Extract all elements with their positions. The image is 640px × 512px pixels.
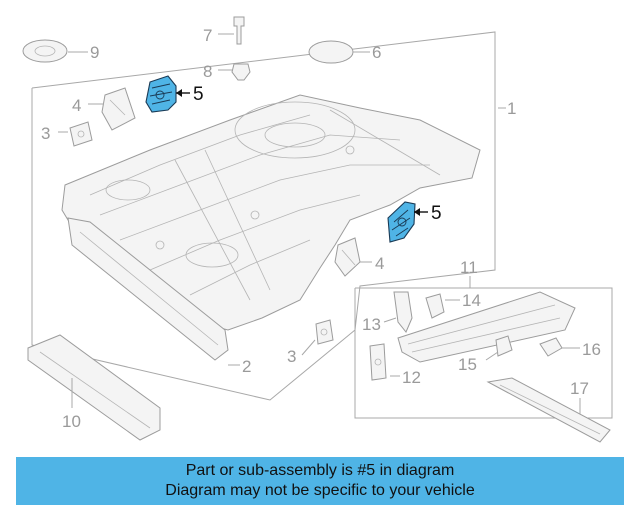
floor-pan bbox=[61, 94, 481, 331]
callout-1: 1 bbox=[507, 99, 516, 118]
subassembly-11-frame bbox=[354, 287, 613, 419]
callout-11: 11 bbox=[460, 258, 478, 277]
callout-16: 16 bbox=[582, 340, 601, 359]
info-banner: Part or sub-assembly is #5 in diagram Di… bbox=[16, 457, 624, 505]
part-6-plug bbox=[308, 40, 354, 64]
callout-7: 7 bbox=[203, 26, 212, 45]
part-5-highlight-right bbox=[387, 201, 416, 243]
banner-line-2: Diagram may not be specific to your vehi… bbox=[165, 482, 475, 499]
callout-10: 10 bbox=[62, 412, 81, 431]
part-13-bracket bbox=[393, 291, 413, 333]
part-11-rail bbox=[397, 291, 576, 363]
callout-5a: 5 bbox=[193, 84, 204, 105]
part-8-clip bbox=[231, 63, 251, 81]
callout-12: 12 bbox=[402, 368, 421, 387]
part-2-sill bbox=[67, 217, 229, 361]
callout-3b: 3 bbox=[287, 347, 296, 366]
part-17-member bbox=[486, 377, 611, 443]
part-3-bracket-a bbox=[69, 121, 93, 147]
callout-8: 8 bbox=[203, 62, 212, 81]
part-7-bolt bbox=[233, 16, 245, 45]
part-16-bracket bbox=[539, 337, 563, 357]
parts-diagram: 1 2 3 3 4 4 5 5 6 7 8 9 10 11 12 13 14 1… bbox=[22, 16, 613, 443]
callout-15: 15 bbox=[458, 355, 477, 374]
callout-6: 6 bbox=[372, 43, 381, 62]
callout-5b: 5 bbox=[431, 203, 442, 224]
callout-9: 9 bbox=[90, 43, 99, 62]
part-14-bracket bbox=[425, 293, 445, 319]
callout-4a: 4 bbox=[72, 96, 81, 115]
callout-17: 17 bbox=[570, 379, 589, 398]
banner-line-1: Part or sub-assembly is #5 in diagram bbox=[185, 462, 455, 479]
part-5-highlight-left bbox=[145, 75, 177, 113]
part-10-member bbox=[27, 334, 161, 441]
part-4-bracket-b bbox=[334, 237, 361, 277]
callout-3a: 3 bbox=[41, 124, 50, 143]
callout-13: 13 bbox=[362, 315, 381, 334]
callout-4b: 4 bbox=[375, 254, 384, 273]
part-3-bracket-b bbox=[315, 319, 334, 345]
callout-2: 2 bbox=[242, 357, 251, 376]
part-12-plate bbox=[369, 343, 387, 381]
part-15-bracket bbox=[495, 335, 513, 357]
part-9-plug bbox=[22, 39, 68, 63]
callout-14: 14 bbox=[462, 291, 481, 310]
